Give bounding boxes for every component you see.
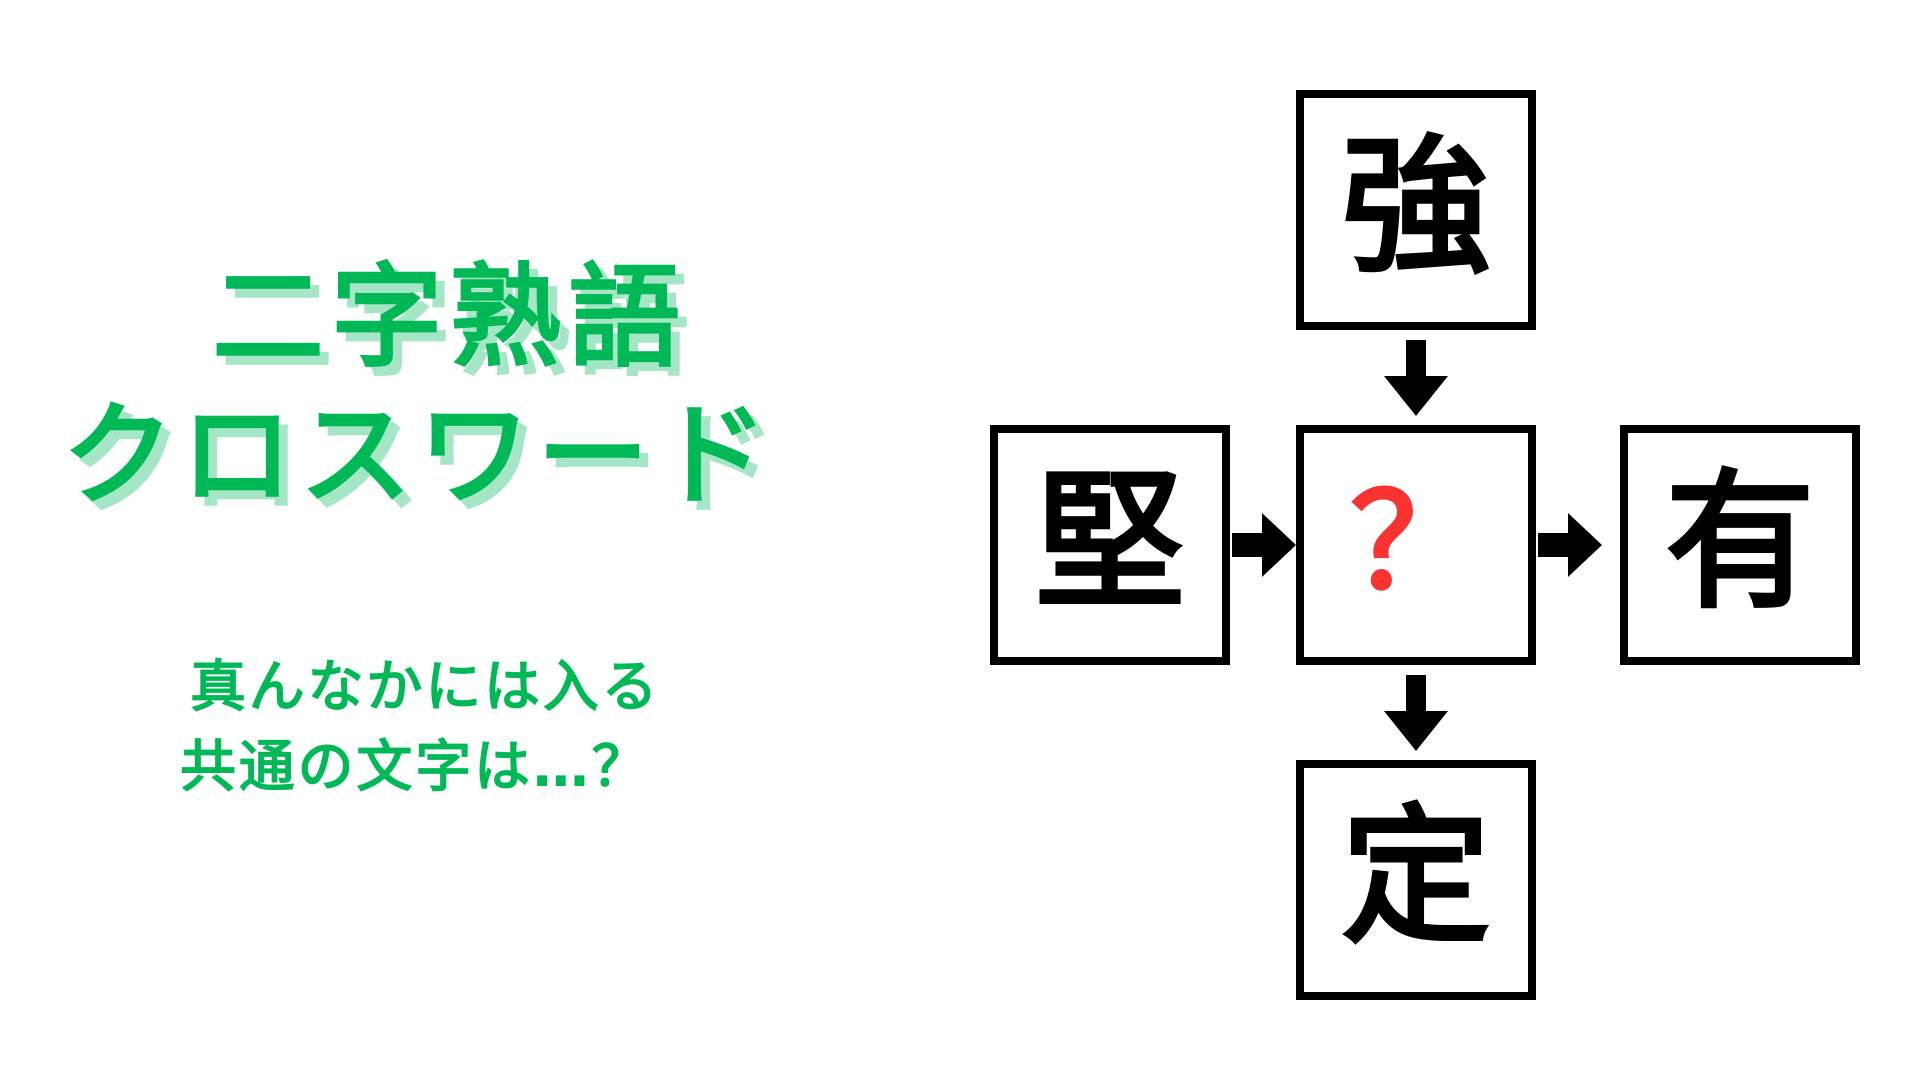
subtitle-line-1: 真んなかには入る bbox=[190, 655, 661, 720]
crossword-cell-bottom[interactable]: 定 bbox=[1296, 760, 1536, 1000]
title-panel: 二字熟語 クロスワード 真んなかには入る 共通の文字は…？ bbox=[62, 253, 775, 800]
crossword-cell-right-character: 有 bbox=[1664, 456, 1815, 630]
subtitle-line-2: 共通の文字は…？ bbox=[180, 735, 651, 800]
crossword-cell-right[interactable]: 有 bbox=[1620, 425, 1860, 665]
arrow-right-icon bbox=[1538, 513, 1602, 577]
crossword-cell-center-unknown[interactable]: ？ bbox=[1296, 425, 1536, 665]
crossword-cell-left[interactable]: 堅 bbox=[990, 425, 1230, 665]
crossword-cell-left-character: 堅 bbox=[1034, 456, 1185, 630]
arrow-down-icon bbox=[1384, 340, 1448, 416]
crossword-cell-top[interactable]: 強 bbox=[1296, 90, 1536, 330]
arrow-right-icon bbox=[1232, 513, 1296, 577]
crossword-cell-top-character: 強 bbox=[1340, 121, 1491, 295]
crossword-unknown-character: ？ bbox=[1350, 466, 1482, 620]
page-title-line-1: 二字熟語 bbox=[212, 253, 687, 383]
crossword-cell-bottom-character: 定 bbox=[1340, 791, 1491, 965]
crossword-diagram: 強 堅 ？ 有 定 bbox=[960, 0, 1920, 1080]
arrow-down-icon bbox=[1384, 675, 1448, 751]
page-title-line-2: クロスワード bbox=[62, 391, 775, 521]
